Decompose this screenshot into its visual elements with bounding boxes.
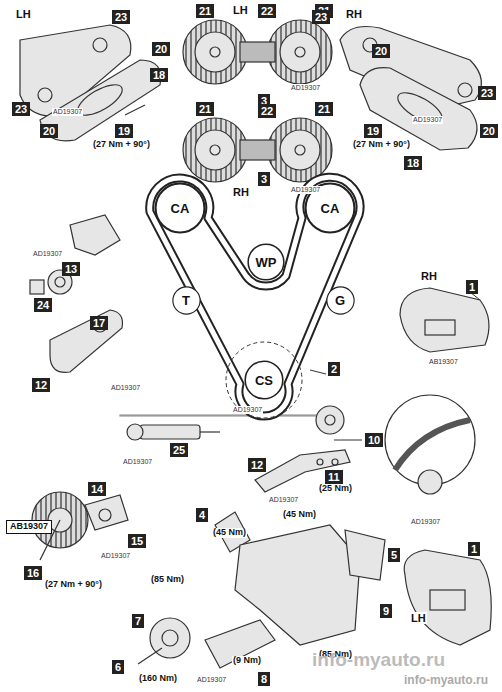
torque-value: (27 Nm + 90°) — [44, 580, 103, 590]
watermark: info-myauto.ru — [312, 650, 445, 671]
callout-number: 16 — [24, 566, 42, 580]
callout-number: 22 — [258, 4, 276, 18]
figure-code: AD19307 — [100, 552, 131, 560]
callout-number: 21 — [315, 102, 333, 116]
callout-number: 25 — [170, 443, 188, 457]
callout-number: 12 — [32, 378, 50, 392]
callout-number: 17 — [90, 316, 108, 330]
figure-code: AD19307 — [110, 384, 141, 392]
figure-code: AD19307 — [410, 518, 441, 526]
pulley-label: WP — [256, 255, 277, 270]
callout-number: 15 — [128, 534, 146, 548]
figure-code: AB19307 — [428, 358, 459, 366]
torque-value: (27 Nm + 90°) — [352, 140, 411, 150]
callout-number: 14 — [88, 482, 106, 496]
callout-number: 5 — [388, 548, 400, 562]
figure-code: AD19307 — [290, 84, 321, 92]
callout-number: 8 — [258, 672, 270, 686]
pulley-circle: T — [172, 286, 201, 315]
torque-value: (160 Nm) — [138, 674, 178, 684]
torque-value: (25 Nm) — [318, 484, 353, 494]
callout-number: 9 — [380, 604, 392, 618]
figure-code: AD19307 — [412, 116, 443, 124]
callout-number: 24 — [34, 298, 52, 312]
torque-value: (45 Nm) — [282, 510, 317, 520]
torque-value: (27 Nm + 90°) — [92, 140, 151, 150]
pulley-label: CS — [255, 373, 273, 388]
callout-number: 3 — [258, 172, 270, 186]
callout-number: 20 — [372, 44, 390, 58]
watermark: info-myauto.ru — [404, 674, 488, 687]
callout-number: 11 — [325, 470, 343, 484]
callout-number: 22 — [258, 104, 276, 118]
callout-number: 19 — [115, 124, 133, 138]
figure-code: AD19307 — [196, 676, 227, 684]
callout-number: 1 — [466, 280, 478, 294]
callout-number: 18 — [150, 68, 168, 82]
callout-number: 1 — [468, 542, 480, 556]
side-label: LH — [232, 4, 249, 16]
pulley-label: CA — [171, 201, 190, 216]
side-label: LH — [15, 8, 32, 20]
side-label: RH — [232, 186, 250, 198]
figure-code: AD19307 — [52, 108, 83, 116]
callout-number: 21 — [196, 102, 214, 116]
figure-code: AB19307 — [6, 520, 52, 534]
callout-number: 20 — [480, 124, 498, 138]
torque-value: (85 Nm) — [150, 575, 185, 585]
callout-number: 23 — [478, 86, 496, 100]
callout-number: 23 — [112, 10, 130, 24]
pulley-circle: WP — [247, 243, 285, 281]
figure-code: AD19307 — [268, 496, 299, 504]
figure-code: AD19307 — [122, 458, 153, 466]
callout-number: 23 — [12, 102, 30, 116]
pulley-label: CA — [321, 201, 340, 216]
pulley-label: T — [182, 293, 190, 308]
callout-number: 18 — [404, 156, 422, 170]
callout-number: 20 — [152, 42, 170, 56]
callout-number: 2 — [328, 362, 340, 376]
callout-number: 7 — [132, 614, 144, 628]
side-label: RH — [345, 8, 363, 20]
figure-code: AD19307 — [232, 406, 263, 414]
callout-number: 6 — [112, 660, 124, 674]
callout-number: 13 — [62, 262, 80, 276]
pulley-circle: CS — [244, 360, 284, 400]
side-label: LH — [410, 612, 427, 624]
callout-number: 19 — [364, 124, 382, 138]
torque-value: (45 Nm) — [212, 528, 247, 538]
callout-number: 23 — [312, 10, 330, 24]
callout-number: 21 — [196, 4, 214, 18]
pulley-circle: CA — [154, 182, 206, 234]
side-label: RH — [420, 270, 438, 282]
callout-number: 4 — [196, 508, 208, 522]
figure-code: AD19307 — [32, 250, 63, 258]
callout-number: 10 — [365, 433, 383, 447]
callout-number: 12 — [248, 458, 266, 472]
callout-number: 20 — [40, 124, 58, 138]
pulley-label: G — [335, 293, 345, 308]
pulley-circle: G — [326, 286, 355, 315]
torque-value: (9 Nm) — [232, 656, 262, 666]
figure-code: AD19307 — [290, 186, 321, 194]
